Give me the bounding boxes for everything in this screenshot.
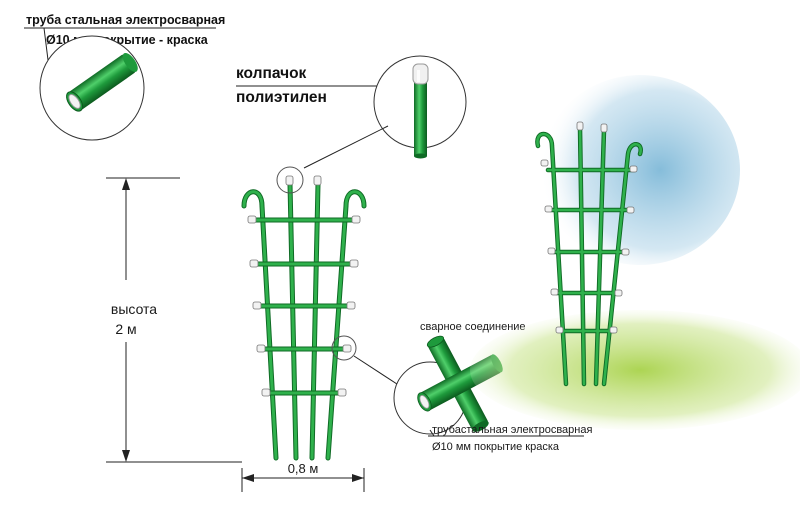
cap-plug <box>412 63 429 85</box>
trellis-front-caps <box>247 175 361 397</box>
trellis-perspective-caps <box>540 121 638 334</box>
cap-label-1: колпачок <box>236 65 307 82</box>
pipe-bottom-label-2: Ø10 мм покрытие краска <box>432 441 560 453</box>
cap-detail: колпачок полиэтилен <box>236 55 467 169</box>
width-label: 0,8 м <box>288 461 319 476</box>
cap-connector-line <box>303 125 389 169</box>
pipe-top-label-1: труба стальная электросварная <box>26 13 225 27</box>
weld-label: сварное соединение <box>420 321 526 333</box>
height-label-2: 2 м <box>115 321 136 337</box>
pipe-top-tube <box>66 52 138 112</box>
height-dimension: высота 2 м <box>106 177 242 463</box>
trellis-front <box>241 181 367 461</box>
width-dimension: 0,8 м <box>241 461 365 492</box>
cap-highlight-circle <box>276 166 304 194</box>
sky-blob <box>540 75 740 265</box>
pipe-detail-top: труба стальная электросварная Ø10 мм пок… <box>24 13 225 141</box>
grass-blob <box>470 310 800 430</box>
height-label-1: высота <box>111 301 157 317</box>
cap-label-2: полиэтилен <box>236 89 327 106</box>
pipe-bottom-label-1: трубастальная электросварная <box>432 424 592 436</box>
weld-connector-line <box>353 355 401 387</box>
cap-tube-end <box>414 153 427 159</box>
cap-tube <box>414 80 427 156</box>
weld-highlight-circle <box>331 335 357 361</box>
trellis-perspective <box>535 125 643 387</box>
